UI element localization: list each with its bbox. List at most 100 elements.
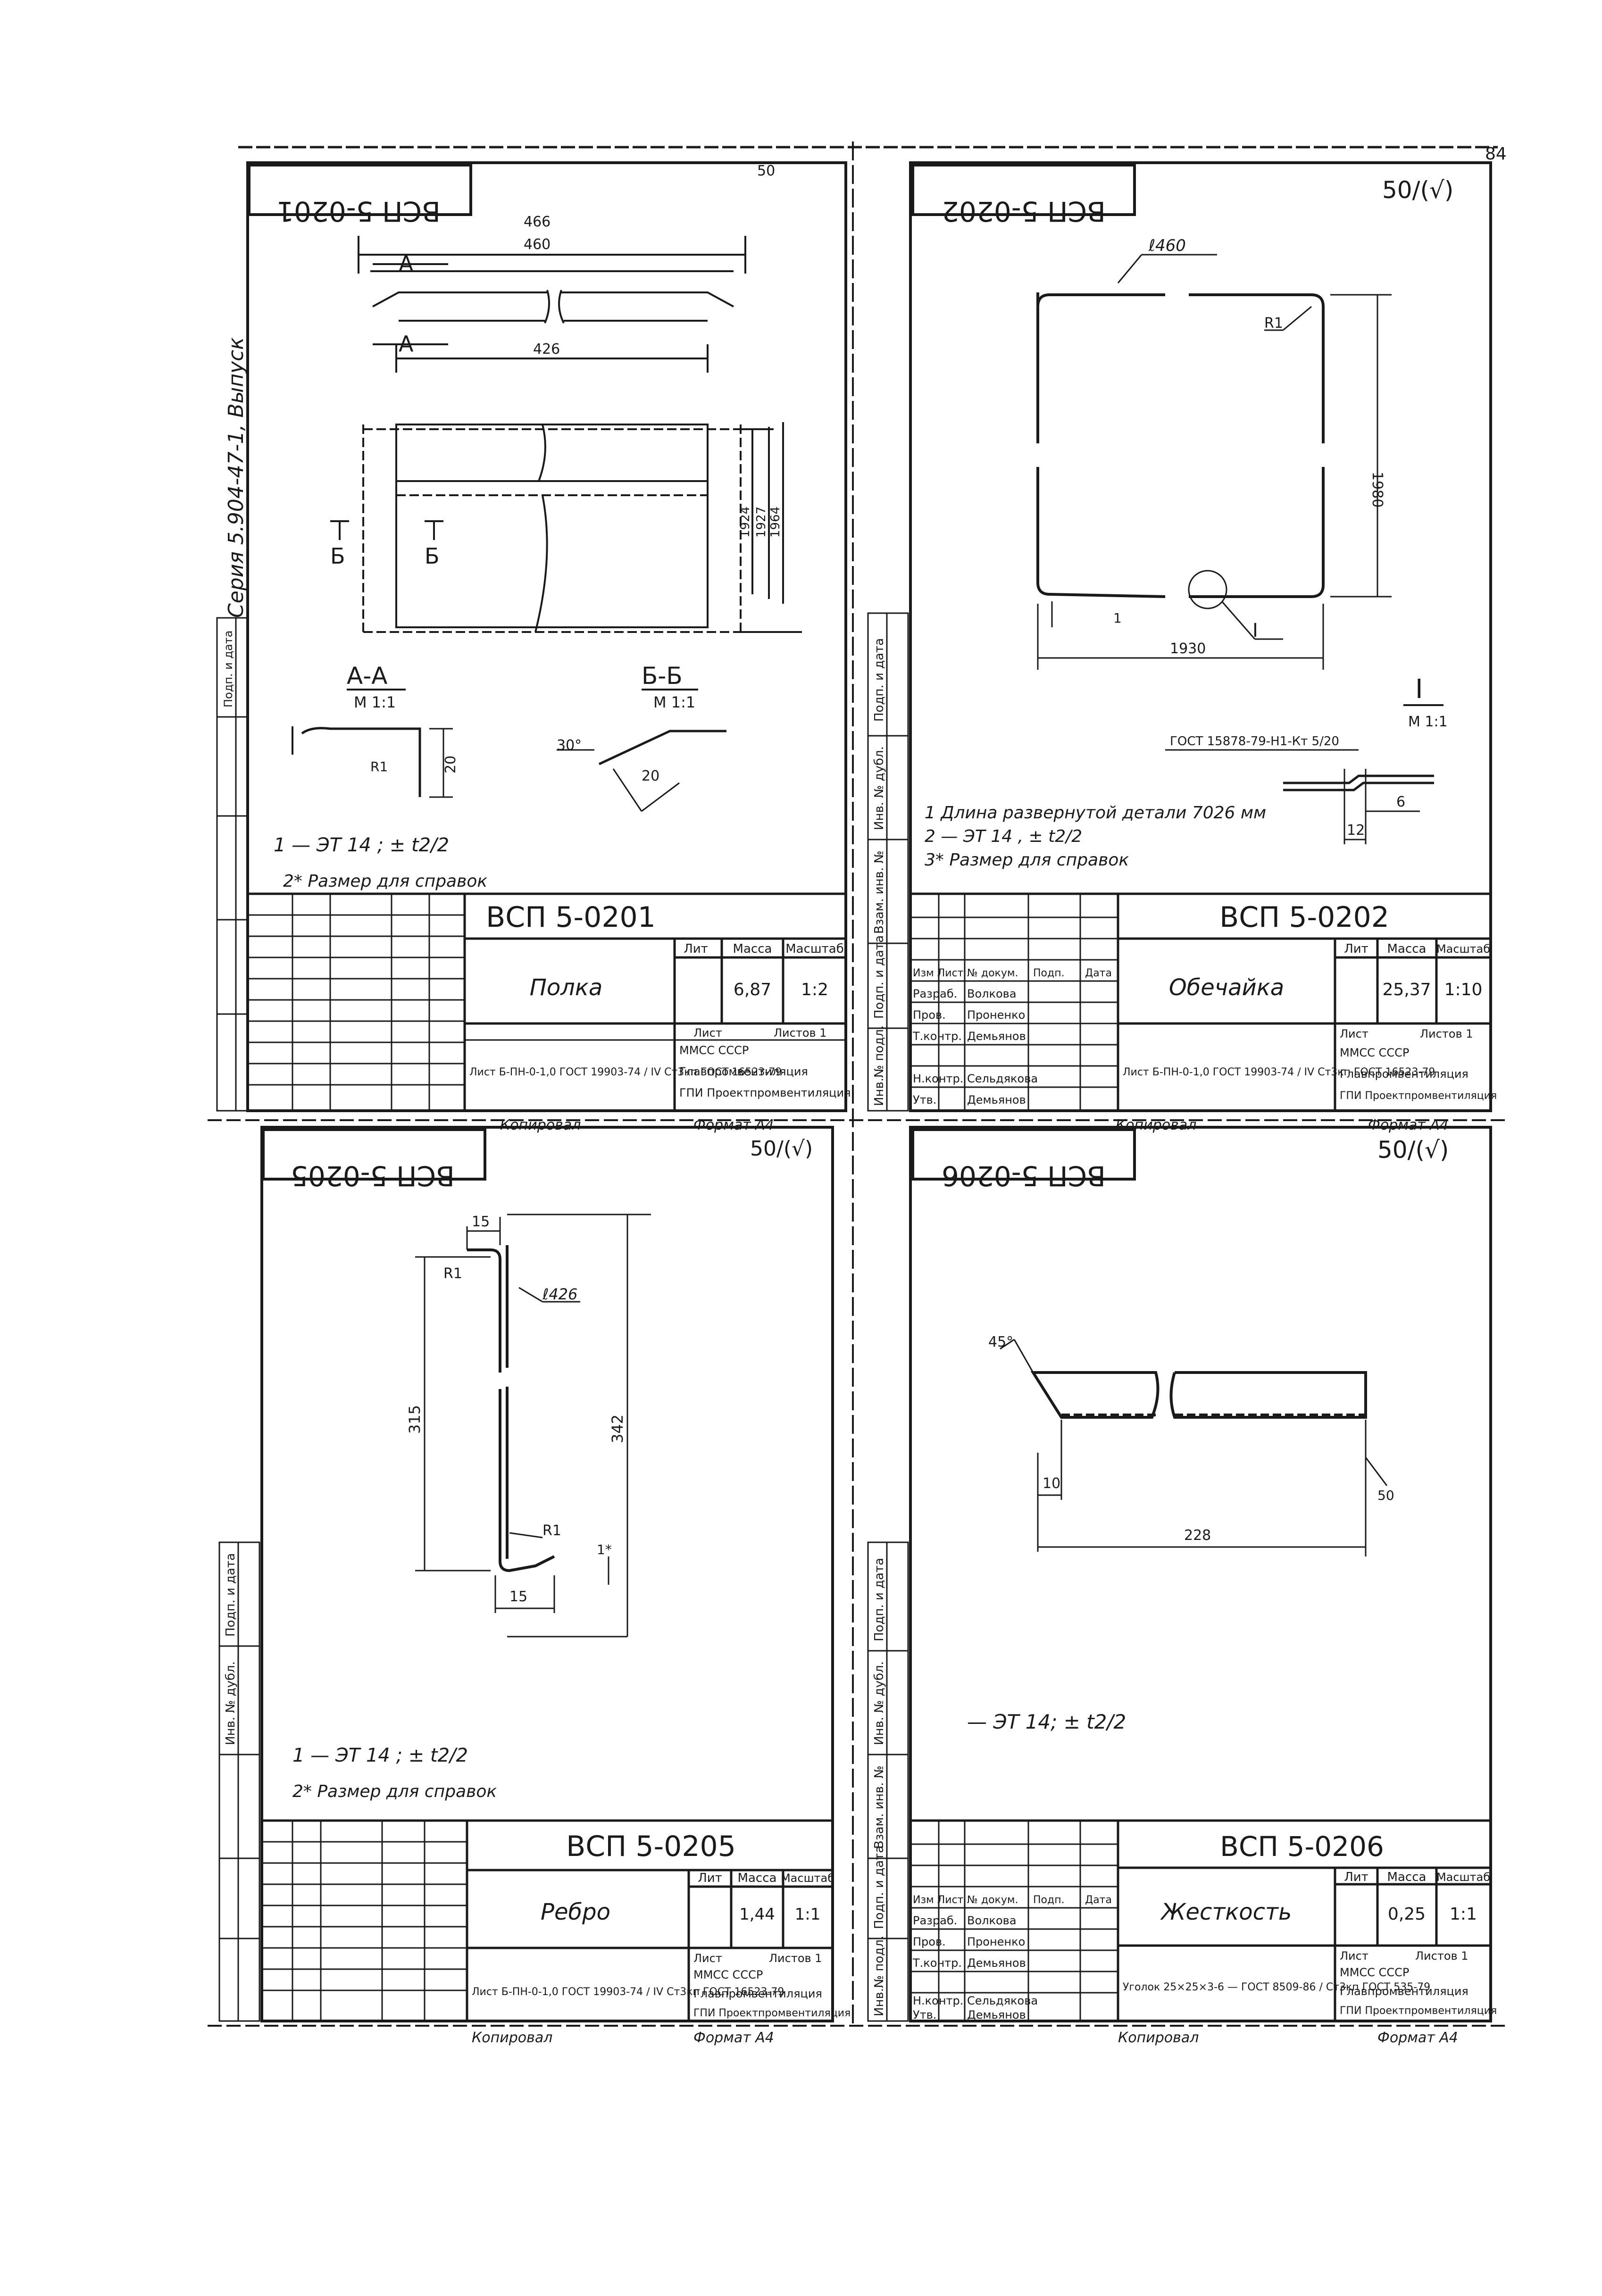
dokum-header: № докум.: [967, 967, 1018, 979]
list-label: Лист: [1340, 1949, 1368, 1963]
name-razrab: Волкова: [967, 1914, 1017, 1927]
dim-1927: 1927: [754, 507, 768, 538]
dim-10: 10: [1043, 1475, 1060, 1492]
view-i-scale: М 1:1: [1408, 714, 1448, 730]
sheet-0202: ВСП 5-0202 50/(√) ℓ460 R1 1980 1930 I: [867, 161, 1497, 1133]
sheet-number: 50: [757, 163, 775, 179]
note-2: 2 — ЭТ 14 , ± t2/2: [925, 827, 1082, 846]
podp-header: Подп.: [1033, 967, 1065, 979]
page-number: 84: [1485, 144, 1507, 164]
org-1: ММСС СССР: [693, 1968, 763, 1981]
massa-value: 1,44: [739, 1905, 775, 1924]
masshtab-label: Масштаб: [1436, 942, 1490, 956]
lit-label: Лит: [1344, 942, 1368, 956]
dim-1930: 1930: [1170, 641, 1206, 657]
dim-1964: 1964: [768, 507, 783, 538]
dim-15-bottom: 15: [509, 1589, 527, 1605]
org-2: Главпромвентиляция: [1340, 1067, 1468, 1081]
sheet-0201: ВСП 5-0201 50: [246, 161, 851, 1133]
material: Лист Б-ПН-0-1,0 ГОСТ 19903-74 / IV Ст3кп…: [1123, 1066, 1435, 1078]
label-a-mid: А: [399, 331, 414, 357]
massa-value: 0,25: [1388, 1905, 1426, 1924]
role-razrab: Разраб.: [913, 1914, 957, 1927]
org-1: ММСС СССР: [679, 1044, 749, 1057]
name-utv: Демьянов: [967, 2008, 1026, 2021]
dim-466: 466: [524, 214, 551, 230]
format-label: Формат А4: [693, 1117, 774, 1133]
dim-15-top: 15: [472, 1214, 490, 1230]
org-2: Главпромвентиляция: [693, 1987, 822, 2000]
roughness-mark: 50/(√): [750, 1137, 813, 1161]
stamp-top-podp: Подп. и дата: [222, 631, 235, 708]
org-2: Главпромвентиляция: [1340, 1985, 1468, 1998]
angle-45: 45°: [988, 1334, 1013, 1350]
stamp-vzam: Взам. инв. №: [872, 1765, 886, 1849]
name-nkontr: Сельдякова: [967, 1072, 1038, 1085]
material: Лист Б-ПН-0-1,0 ГОСТ 19903-74 / IV Ст3кп…: [469, 1066, 782, 1078]
role-prov: Пров.: [913, 1008, 946, 1022]
view-i-title: I: [1415, 674, 1423, 705]
copied-label: Копировал: [472, 2030, 552, 2046]
section-aa-title: А-А: [347, 662, 387, 690]
org-1: ММСС СССР: [1340, 1046, 1409, 1059]
stamp-invdubl: Инв. № дубл.: [872, 746, 886, 830]
format-label: Формат А4: [693, 2030, 774, 2046]
format-label: Формат А4: [1377, 2030, 1458, 2046]
material: Уголок 25×25×3-6 — ГОСТ 8509-86 / Ст3кп …: [1123, 1981, 1430, 1993]
data-header: Дата: [1085, 967, 1112, 979]
label-a-top: А: [399, 251, 414, 276]
role-tkontr: Т.контр.: [912, 1030, 962, 1043]
lit-label: Лит: [698, 1871, 722, 1885]
part-name: Полка: [530, 974, 603, 1001]
stamp-invpodl: Инв.№ подл.: [872, 1025, 886, 1106]
code-mirrored: ВСП 5-0206: [942, 1160, 1106, 1192]
podp-header: Подп.: [1033, 1894, 1065, 1906]
role-razrab: Разраб.: [913, 987, 957, 1000]
copied-label: Копировал: [500, 1117, 581, 1133]
masshtab-value: 1:10: [1444, 980, 1483, 999]
note-2: 2* Размер для справок: [292, 1782, 497, 1801]
dim-6: 6: [1396, 794, 1405, 810]
stamp-podp-1: Подп. и дата: [872, 638, 886, 722]
code-mirrored: ВСП 5-0201: [276, 195, 441, 227]
izm-header: Изм Лист: [913, 1894, 964, 1906]
org-1: ММСС СССР: [1340, 1966, 1409, 1979]
name-utv: Демьянов: [967, 1093, 1026, 1106]
dim-228: 228: [1184, 1527, 1211, 1544]
org-3: ГПИ Проектпромвентиляция: [693, 2007, 851, 2019]
dim-1924: 1924: [738, 507, 752, 538]
name-tkontr: Демьянов: [967, 1956, 1026, 1970]
stamp-podp-2: Подп. и дата: [872, 1846, 886, 1929]
note-2: 2* Размер для справок: [283, 872, 487, 891]
format-label: Формат А4: [1368, 1117, 1449, 1133]
masshtab-label: Масштаб: [785, 942, 844, 956]
massa-label: Масса: [1387, 942, 1427, 956]
note-1: 1 Длина развернутой детали 7026 мм: [925, 803, 1266, 823]
label-b-left: Б: [330, 543, 345, 569]
listov-label: Листов 1: [774, 1026, 827, 1040]
name-prov: Проненко: [967, 1935, 1025, 1948]
code: ВСП 5-0202: [1219, 901, 1389, 934]
note-1: 1 — ЭТ 14 ; ± t2/2: [274, 834, 449, 856]
roughness-mark: 50/(√): [1377, 1136, 1449, 1164]
part-name: Обечайка: [1169, 974, 1284, 1001]
gost-weld: ГОСТ 15878-79-Н1-Кт 5/20: [1170, 734, 1339, 749]
dim-20-bb: 20: [642, 768, 659, 784]
massa-label: Масса: [1387, 1870, 1427, 1884]
dokum-header: № докум.: [967, 1894, 1018, 1906]
series-label: Серия 5.904-47-1, Выпуск: [224, 337, 248, 618]
stamp-podp-2: Подп. и дата: [872, 935, 886, 1019]
listov-label: Листов 1: [1420, 1027, 1473, 1040]
section-bb-scale: М 1:1: [653, 693, 695, 711]
stamp-invpodl: Инв.№ подл.: [872, 1936, 886, 2016]
masshtab-label: Масштаб: [1436, 1871, 1490, 1884]
izm-header: Изм Лист: [913, 967, 964, 979]
name-prov: Проненко: [967, 1008, 1025, 1022]
code: ВСП 5-0206: [1220, 1830, 1384, 1863]
dim-12: 12: [1347, 822, 1365, 839]
note-1: 1 — ЭТ 14 ; ± t2/2: [292, 1745, 468, 1766]
part-name: Ребро: [541, 1899, 610, 1925]
stamp-invdubl: Инв. № дубл.: [224, 1661, 238, 1745]
section-aa-scale: М 1:1: [354, 693, 396, 711]
role-utv: Утв.: [913, 1093, 936, 1106]
